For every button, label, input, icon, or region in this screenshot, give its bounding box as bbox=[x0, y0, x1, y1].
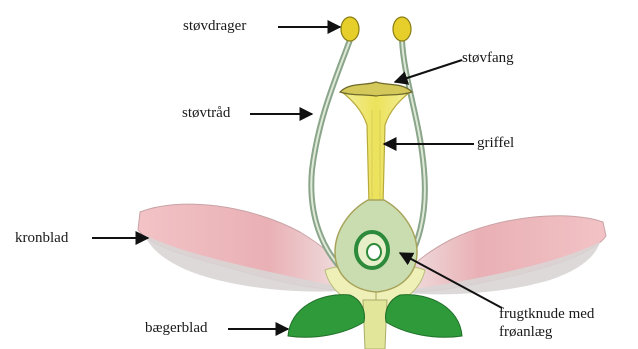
label-stovfang: støvfang bbox=[462, 49, 514, 67]
anther-left bbox=[341, 17, 359, 41]
label-frugtknude-line1: frugtknude med bbox=[499, 305, 594, 323]
label-stovdrager: støvdrager bbox=[183, 17, 246, 35]
label-griffel: griffel bbox=[477, 134, 514, 152]
ovule bbox=[356, 232, 388, 268]
stigma bbox=[340, 82, 412, 96]
label-stovtrad: støvtråd bbox=[182, 104, 230, 122]
stem bbox=[363, 300, 387, 349]
anther-right bbox=[393, 17, 411, 41]
pistil-style bbox=[342, 92, 410, 205]
label-kronblad: kronblad bbox=[15, 229, 68, 247]
label-frugtknude: frugtknude med frøanlæg bbox=[499, 305, 594, 341]
petal-left bbox=[138, 204, 355, 292]
petal-right bbox=[395, 216, 606, 295]
sepal-right bbox=[386, 295, 462, 338]
label-frugtknude-line2: frøanlæg bbox=[499, 323, 594, 341]
label-baegerblad: bægerblad bbox=[145, 319, 207, 337]
sepal-left bbox=[288, 295, 364, 338]
